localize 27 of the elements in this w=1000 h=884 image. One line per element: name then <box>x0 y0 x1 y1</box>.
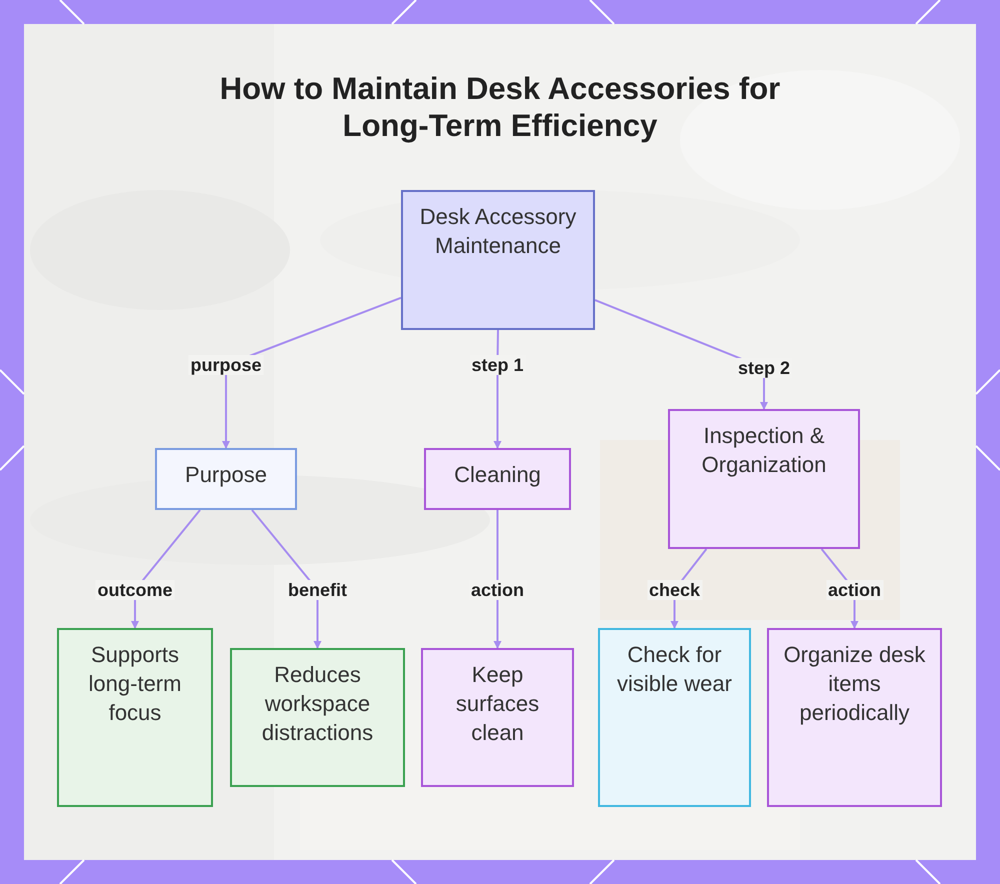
concept-box <box>767 628 942 807</box>
concept-box <box>421 648 574 787</box>
node-text: Cleaning <box>453 461 542 489</box>
concept-box <box>230 648 405 787</box>
node-text: Organize desk items periodically <box>782 641 926 727</box>
node-text: Check for visible wear <box>616 641 733 698</box>
node-text: Purpose <box>184 461 268 489</box>
concept-box <box>424 448 571 510</box>
edge-label: check <box>646 580 702 600</box>
node-text: Keep surfaces clean <box>454 661 540 747</box>
node-text: Supports long-term focus <box>88 641 182 727</box>
node-text: Inspection & Organization <box>700 422 828 479</box>
concept-box <box>401 190 595 330</box>
edge-label: benefit <box>286 580 349 600</box>
concept-box <box>57 628 213 807</box>
node-text: Reduces workspace distractions <box>260 661 374 747</box>
edge-label: outcome <box>96 580 174 600</box>
edge-label: action <box>826 580 883 600</box>
edge-label: purpose <box>188 355 264 375</box>
concept-box <box>668 409 860 549</box>
concept-box <box>155 448 297 510</box>
concept-box <box>598 628 751 807</box>
node-text: Desk Accessory Maintenance <box>418 203 578 260</box>
edge-label: step 2 <box>736 358 792 378</box>
title: How to Maintain Desk Accessories for Long-Term Efficiency <box>218 70 782 144</box>
edge-label: action <box>469 580 526 600</box>
edge-label: step 1 <box>469 355 526 375</box>
